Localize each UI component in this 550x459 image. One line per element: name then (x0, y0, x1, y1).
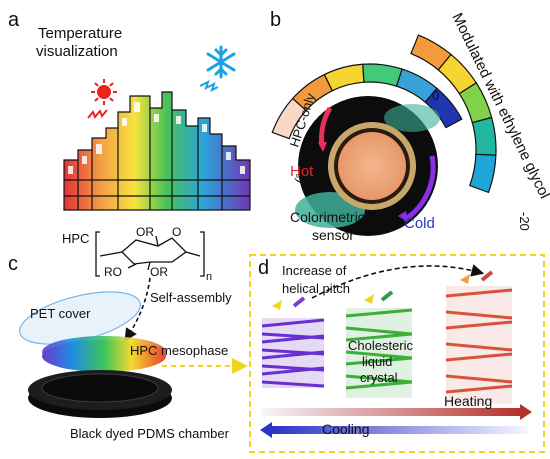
panel-a-title-line1: Temperature (38, 25, 122, 42)
cold-arrow (402, 155, 436, 223)
panel-d: d Increase of helical pitch (249, 254, 545, 453)
heating-arrow-head (520, 404, 532, 420)
red-helix-stack (445, 270, 513, 404)
sensor-photo (295, 96, 440, 236)
pitch-label-line2: helical pitch (282, 281, 350, 296)
panel-b: b HPC-only 30 (°C) 0 Modulated with ethy… (270, 9, 550, 243)
inner-scale-zero: 0 (432, 88, 439, 103)
crystal-label-line3: crystal (360, 370, 398, 385)
self-assembly-label: Self-assembly (150, 290, 232, 305)
mesophase-label: HPC mesophase (130, 343, 228, 358)
panel-c: c HPC OR O RO OR n PET cover Self-assemb… (8, 225, 248, 441)
cooling-arrow-head (260, 422, 272, 438)
panel-d-frame (249, 254, 545, 453)
snowflake-icon (206, 45, 236, 79)
outer-scale-segment (471, 116, 497, 156)
heating-label: Heating (444, 393, 492, 409)
hpc-molecule: HPC OR O RO OR n (62, 225, 212, 283)
lightning-icon (199, 80, 219, 92)
panel-letter-a: a (8, 9, 20, 31)
pitch-label-line1: Increase of (282, 263, 347, 278)
inner-scale-segment (362, 63, 403, 87)
crystal-label-line1: Cholesteric (348, 338, 414, 353)
hpc-label: HPC (62, 231, 89, 246)
hot-arrow-head (318, 142, 327, 152)
crystal-label-line2: liquid (362, 354, 392, 369)
panel-letter-d: d (258, 257, 269, 279)
pet-cover-label: PET cover (30, 306, 91, 321)
panel-a-title-line2: visualization (36, 43, 118, 60)
sensor-label-line1: Colorimetric (290, 209, 365, 225)
cold-label: Cold (404, 215, 435, 232)
outer-color-scale (410, 34, 497, 194)
cooling-label: Cooling (322, 421, 369, 437)
inner-scale-segment (323, 63, 365, 92)
or-label-3: RO (104, 265, 122, 279)
rainbow-city-icon (63, 91, 251, 211)
heating-bar (262, 408, 520, 416)
or-label-1: OR (136, 225, 154, 239)
n-subscript: n (206, 271, 212, 283)
sun-icon (87, 79, 117, 119)
outer-scale-label: Modulated with ethylene glycol (448, 10, 550, 201)
chamber-label: Black dyed PDMS chamber (70, 426, 230, 441)
inner-color-scale (271, 63, 463, 140)
self-assembly-arrow (124, 277, 151, 342)
purple-helix-stack (261, 296, 325, 388)
or-label-2: O (172, 225, 181, 239)
cooling-bar (272, 426, 528, 434)
panel-a: a Temperature visualization (8, 9, 251, 211)
outer-scale-segment (468, 153, 497, 194)
panel-letter-b: b (270, 9, 281, 31)
pdms-chamber (28, 370, 172, 418)
green-helix-stack (345, 290, 413, 398)
or-label-4: OR (150, 265, 168, 279)
panel-letter-c: c (8, 253, 18, 275)
hot-label: Hot (290, 163, 314, 180)
outer-scale-end: -20 (517, 212, 532, 231)
pitch-arrow (311, 264, 485, 299)
cold-arrow-head (398, 211, 408, 222)
inner-scale-segment (424, 87, 463, 129)
sensor-label-line2: sensor (312, 227, 354, 243)
